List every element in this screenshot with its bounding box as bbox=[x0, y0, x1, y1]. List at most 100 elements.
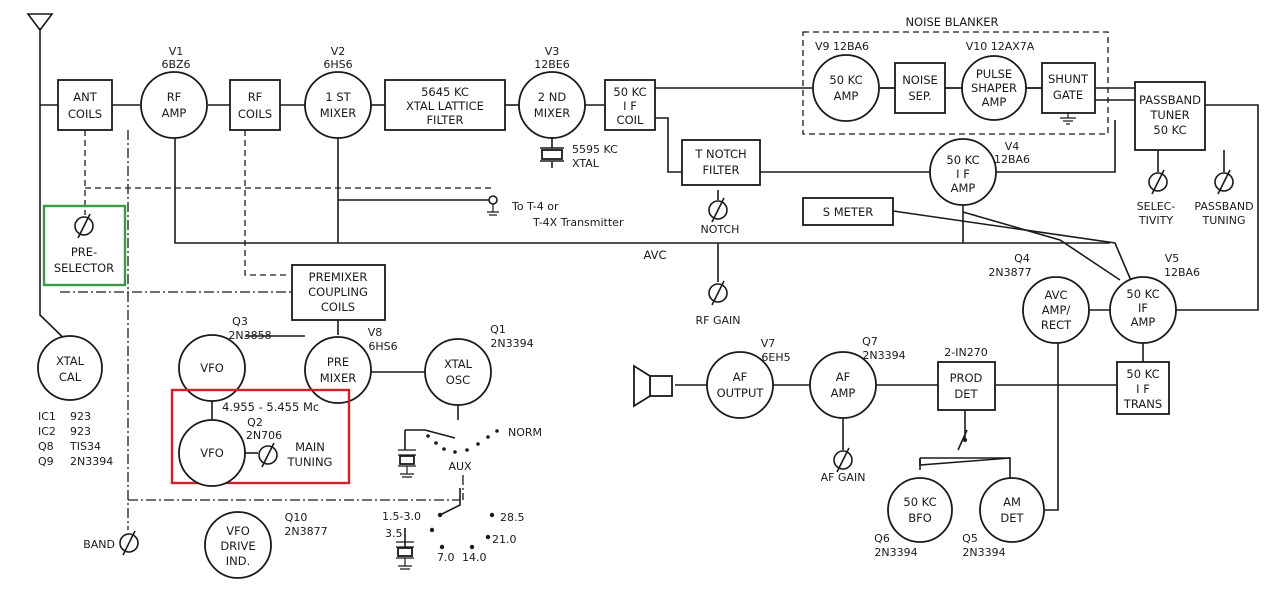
amp-50kc-label-2: AMP bbox=[834, 89, 859, 103]
selectivity-label-1: SELEC- bbox=[1137, 200, 1176, 213]
vfo-drive-label-2: DRIVE bbox=[220, 539, 255, 553]
q2-type: 2N706 bbox=[246, 429, 282, 442]
am-det-label-1: AM bbox=[1003, 495, 1021, 509]
avc-amp-label-3: RECT bbox=[1041, 318, 1072, 332]
norm-label: NORM bbox=[508, 426, 542, 439]
aux-label: AUX bbox=[448, 460, 472, 473]
passband-tuning-knob-icon: PASSBAND TUNING bbox=[1194, 169, 1254, 227]
xtal-cal-label-2: CAL bbox=[59, 370, 82, 384]
t-notch-label-1: T NOTCH bbox=[694, 147, 746, 161]
q6-type: 2N3394 bbox=[874, 546, 917, 559]
noise-blanker-group: NOISE BLANKER V9 12BA6 V10 12AX7A bbox=[802, 15, 1109, 135]
pulse-shaper-label-3: AMP bbox=[982, 95, 1007, 109]
v8-label: V8 bbox=[368, 326, 383, 339]
af-amp-label-1: AF bbox=[836, 370, 850, 384]
noise-sep-block: NOISE SEP. bbox=[894, 62, 946, 114]
preselector-highlight-box bbox=[42, 204, 127, 287]
xtal-osc-label-2: OSC bbox=[446, 373, 470, 387]
pulse-shaper-label-2: SHAPER bbox=[971, 81, 1017, 95]
af-output-label-2: OUTPUT bbox=[717, 386, 765, 400]
if-amp-v5-label-3: AMP bbox=[1131, 315, 1156, 329]
xtal-select-switch[interactable]: NORM AUX bbox=[398, 426, 542, 478]
vfo-range-label: 4.955 - 5.455 Mc bbox=[222, 400, 319, 414]
v7-label: V7 bbox=[761, 337, 776, 350]
detector-select-switch[interactable] bbox=[957, 429, 968, 451]
q10-type: 2N3877 bbox=[284, 525, 327, 538]
q5-type: 2N3394 bbox=[962, 546, 1005, 559]
prod-det-label-2: DET bbox=[954, 387, 978, 401]
transmitter-label-2: T-4X Transmitter bbox=[532, 216, 624, 229]
passband-tuning-label-1: PASSBAND bbox=[1194, 200, 1253, 213]
premixer-coupling-coils-block: PREMIXER COUPLING COILS bbox=[291, 264, 386, 321]
shunt-gate-label-2: GATE bbox=[1053, 88, 1083, 102]
band-7-label: 7.0 bbox=[437, 551, 455, 564]
ant-coils-label-2: COILS bbox=[68, 107, 102, 121]
preselector-control[interactable]: PRE- SELECTOR bbox=[42, 204, 127, 287]
if-amp-v4-label-1: 50 KC bbox=[946, 153, 979, 167]
ic2-ref: IC2 bbox=[38, 425, 56, 438]
band-21-label: 21.0 bbox=[492, 533, 517, 546]
v7-type: 6EH5 bbox=[761, 351, 790, 364]
v5-label: V5 bbox=[1165, 252, 1180, 265]
preselector-label-2: SELECTOR bbox=[54, 261, 114, 275]
vfo-drive-ind-block: VFO DRIVE IND. Q10 2N3877 bbox=[204, 511, 328, 579]
q6-label: Q6 bbox=[874, 532, 890, 545]
noise-sep-label-1: NOISE bbox=[902, 73, 938, 87]
pulse-shaper-tube: PULSE SHAPER AMP bbox=[961, 55, 1027, 121]
q1-label: Q1 bbox=[490, 323, 506, 336]
q2-label: Q2 bbox=[247, 416, 263, 429]
if-amp-v5-label-1: 50 KC bbox=[1126, 287, 1159, 301]
q4-label: Q4 bbox=[1014, 252, 1030, 265]
xtal-5595-sub: XTAL bbox=[572, 157, 600, 170]
passband-tuning-label-2: TUNING bbox=[1202, 214, 1246, 227]
af-gain-knob-icon[interactable]: AF GAIN bbox=[821, 447, 866, 484]
pre-mixer-label-2: MIXER bbox=[320, 371, 356, 385]
q9-type: 2N3394 bbox=[70, 455, 113, 468]
am-det-block: AM DET Q5 2N3394 bbox=[962, 477, 1045, 559]
xtal-filter-label-2: XTAL LATTICE bbox=[406, 99, 484, 113]
first-mixer-label-1: 1 ST bbox=[325, 90, 351, 104]
v4-label: V4 bbox=[1005, 140, 1020, 153]
q10-label: Q10 bbox=[285, 511, 308, 524]
v10-label: V10 12AX7A bbox=[966, 40, 1035, 53]
if-trans-block: 50 KC I F TRANS bbox=[1116, 361, 1170, 415]
ic-list: IC1 923 IC2 923 Q8 TIS34 Q9 2N3394 bbox=[38, 410, 113, 468]
xtal-cal-block: XTAL CAL bbox=[37, 335, 103, 401]
rf-amp-tube: RF AMP V1 6BZ6 bbox=[140, 45, 208, 139]
bfo-label-2: BFO bbox=[908, 511, 932, 525]
q8-ref: Q8 bbox=[38, 440, 54, 453]
band-knob-icon[interactable]: BAND bbox=[83, 530, 139, 556]
if-coil-label-2: I F bbox=[623, 99, 637, 113]
v2-label: V2 bbox=[331, 45, 346, 58]
vfo-q3-block: VFO Q3 2N3858 bbox=[178, 315, 272, 402]
xtal-filter-label-3: FILTER bbox=[426, 113, 463, 127]
noise-sep-label-2: SEP. bbox=[908, 89, 931, 103]
v9-label: V9 12BA6 bbox=[815, 40, 869, 53]
if-coil-block: 50 KC I F COIL bbox=[604, 79, 656, 131]
passband-tuner-label-2: TUNER bbox=[1149, 108, 1189, 122]
af-output-label-1: AF bbox=[733, 370, 747, 384]
q7-type: 2N3394 bbox=[862, 349, 905, 362]
main-tuning-label-1: MAIN bbox=[295, 440, 325, 454]
q7-label: Q7 bbox=[862, 335, 878, 348]
rf-amp-label-2: AMP bbox=[162, 106, 187, 120]
af-amp-label-2: AMP bbox=[831, 386, 856, 400]
speaker-icon bbox=[633, 364, 673, 408]
q9-ref: Q9 bbox=[38, 455, 54, 468]
main-tuning-knob-icon[interactable] bbox=[258, 442, 278, 468]
ic2-type: 923 bbox=[70, 425, 91, 438]
first-mixer-tube: 1 ST MIXER V2 6HS6 bbox=[304, 45, 372, 139]
rf-coils-block: RF COILS bbox=[229, 79, 281, 131]
amp-50kc-tube: 50 KC AMP bbox=[812, 54, 880, 122]
amp-50kc-label-1: 50 KC bbox=[829, 73, 862, 87]
avc-bus-label: AVC bbox=[643, 248, 666, 262]
band-switch[interactable]: 1.5-3.0 3.5 7.0 14.0 21.0 28.5 bbox=[382, 510, 525, 570]
preselector-label-1: PRE- bbox=[71, 245, 97, 259]
q3-type: 2N3858 bbox=[228, 329, 271, 342]
af-output-tube: AF OUTPUT V7 6EH5 bbox=[706, 337, 791, 419]
prod-det-label-1: PROD bbox=[950, 371, 983, 385]
main-tuning-vfo-group[interactable]: 4.955 - 5.455 Mc VFO Q2 2N706 MAIN TUNIN… bbox=[170, 388, 351, 487]
v8-type: 6HS6 bbox=[368, 340, 397, 353]
rf-gain-label: RF GAIN bbox=[696, 314, 741, 327]
